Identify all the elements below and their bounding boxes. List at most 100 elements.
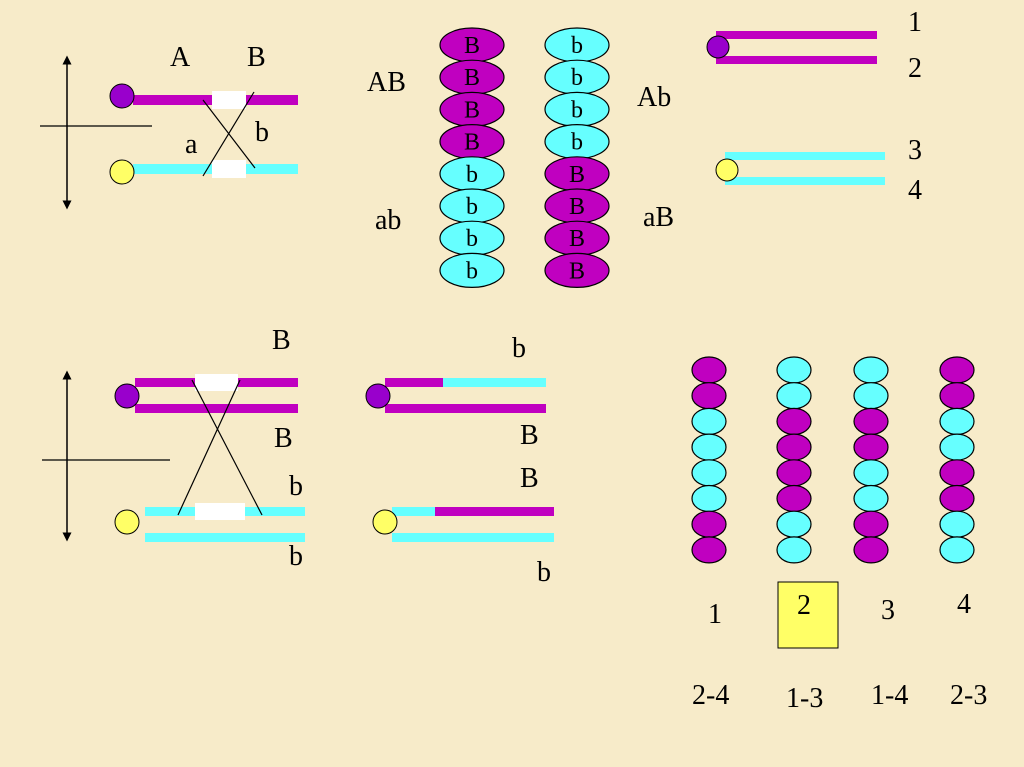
pair-label-2: 1-3 xyxy=(786,683,823,714)
bead-label: b xyxy=(571,65,583,91)
label-b: b xyxy=(255,117,269,148)
pair-label-1: 2-4 xyxy=(692,680,729,711)
label-ab: ab xyxy=(375,205,401,236)
bead xyxy=(853,356,889,384)
yellow-centromere xyxy=(715,158,739,182)
bead-label: B xyxy=(569,226,585,252)
bead xyxy=(776,356,812,384)
magenta-segment xyxy=(385,378,443,387)
allele-bead: b xyxy=(544,59,610,95)
bead xyxy=(776,459,812,487)
bead-label: B xyxy=(569,162,585,188)
allele-bead: B xyxy=(439,124,505,160)
bead xyxy=(691,510,727,538)
column-label-3: 3 xyxy=(881,595,895,626)
allele-bead: b xyxy=(544,124,610,160)
bead-label: b xyxy=(571,97,583,123)
cyan-segment xyxy=(443,378,546,387)
cyan-chromatid xyxy=(392,533,554,542)
bead xyxy=(776,382,812,410)
purple-centromere xyxy=(114,383,140,409)
bead xyxy=(691,459,727,487)
allele-bead: B xyxy=(544,188,610,224)
bead xyxy=(776,510,812,538)
purple-centromere xyxy=(109,83,135,109)
allele-bead: b xyxy=(544,91,610,128)
label-b-top: b xyxy=(512,333,526,364)
bead-label: B xyxy=(569,194,585,220)
cyan-segment xyxy=(392,507,435,516)
bead xyxy=(939,356,975,384)
label-B-2: B xyxy=(520,463,539,494)
column-label-1: 1 xyxy=(708,599,722,630)
bead xyxy=(939,382,975,410)
bead xyxy=(691,484,727,513)
bead xyxy=(776,536,812,564)
crossover-line xyxy=(191,379,263,516)
bead-label: B xyxy=(464,97,480,123)
purple-centromere xyxy=(706,35,730,59)
bead xyxy=(691,407,727,435)
yellow-centromere xyxy=(372,509,398,535)
bead xyxy=(939,510,975,538)
bead xyxy=(691,536,727,564)
allele-bead: B xyxy=(544,252,610,288)
top-right-chromatids: 1 2 3 4 xyxy=(706,7,922,206)
bead-column-2 xyxy=(776,356,812,564)
bead xyxy=(939,459,975,487)
crossover-gap xyxy=(212,160,246,178)
label-B-top: B xyxy=(272,325,291,356)
magenta-chromatid xyxy=(135,404,298,413)
bead-column-1 xyxy=(691,356,727,564)
bead xyxy=(853,407,889,435)
bead-column-3 xyxy=(853,356,889,564)
allele-bead: B xyxy=(439,27,505,63)
label-AB: AB xyxy=(367,67,406,98)
chromatid-1 xyxy=(716,31,877,39)
allele-bead: b xyxy=(439,220,505,256)
chromatid-4 xyxy=(725,177,885,185)
bead xyxy=(691,433,727,461)
label-b-bottom: b xyxy=(289,541,303,572)
bottom-right-bead-columns: 1 2 3 4 2-4 1-3 1-4 2-3 xyxy=(691,356,987,714)
bead xyxy=(853,459,889,487)
pair-label-3: 1-4 xyxy=(871,680,908,711)
allele-bead: b xyxy=(439,188,505,224)
crossover-line xyxy=(177,379,241,516)
top-left-crossover: A B a b xyxy=(40,42,298,210)
label-Ab: Ab xyxy=(637,82,671,113)
allele-bead: b xyxy=(439,252,505,288)
bead-label: b xyxy=(466,194,478,220)
bead xyxy=(776,407,812,435)
label-A: A xyxy=(170,42,191,73)
crossover-line xyxy=(202,91,255,177)
bead-label: B xyxy=(464,65,480,91)
bead-label: B xyxy=(464,130,480,156)
bead-label: B xyxy=(569,258,585,284)
bead xyxy=(853,382,889,410)
bead xyxy=(939,407,975,435)
bead xyxy=(853,536,889,564)
cyan-chromatid xyxy=(145,533,305,542)
column-label-2: 2 xyxy=(797,590,811,621)
label-b-mid: b xyxy=(289,471,303,502)
bead xyxy=(691,356,727,384)
allele-bead: B xyxy=(544,156,610,192)
bottom-left-crossover: B B b b xyxy=(42,325,305,572)
bead xyxy=(939,433,975,461)
bead xyxy=(939,536,975,564)
label-aB: aB xyxy=(643,202,674,233)
bead xyxy=(939,484,975,513)
bottom-middle-recombinant-chromatids: b B B b xyxy=(365,333,554,588)
bead xyxy=(853,484,889,513)
crossover-gap xyxy=(212,91,246,109)
label-B: B xyxy=(247,42,266,73)
bead-shape xyxy=(544,252,610,288)
bead xyxy=(853,433,889,461)
chromatid-2 xyxy=(716,56,877,64)
allele-bead: b xyxy=(439,156,505,192)
pair-label-4: 2-3 xyxy=(950,680,987,711)
